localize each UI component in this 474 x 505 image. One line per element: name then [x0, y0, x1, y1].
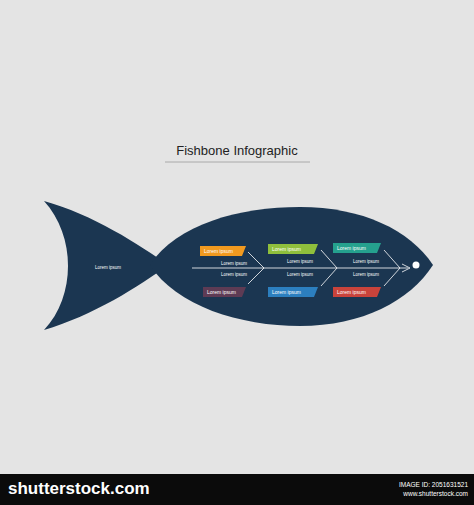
tag-fill	[203, 287, 246, 297]
tag-fill	[333, 287, 381, 297]
cause-label: Lorem ipsum	[203, 287, 246, 297]
tag-fill	[268, 287, 318, 297]
cause-box: Lorem ipsum	[268, 244, 318, 254]
tag-fill	[333, 243, 381, 253]
bone-label: Lorem ipsum	[353, 259, 379, 264]
tail-label: Lorem ipsum	[95, 265, 121, 270]
cause-box: Lorem ipsum	[203, 287, 246, 297]
watermark: IMAGE ID: 2051631521	[399, 481, 468, 488]
fish-eye	[413, 262, 420, 269]
bone-label: Lorem ipsum	[287, 272, 313, 277]
cause-box: Lorem ipsum	[333, 287, 381, 297]
spine-line	[192, 268, 408, 269]
cause-label: Lorem ipsum	[333, 243, 381, 253]
title: Fishbone Infographic	[176, 143, 297, 158]
cause-label: Lorem ipsum	[268, 244, 318, 254]
spine-head	[402, 264, 410, 272]
bone-label: Lorem ipsum	[221, 261, 247, 266]
bones	[248, 250, 400, 286]
watermark-bar	[0, 474, 474, 505]
watermark: www.shutterstock.com	[403, 490, 468, 497]
cause-label: Lorem ipsum	[200, 246, 246, 256]
cause-label: Lorem ipsum	[268, 287, 318, 297]
tag-fill	[268, 244, 318, 254]
bone-label: Lorem ipsum	[353, 272, 379, 277]
cause-box: Lorem ipsum	[268, 287, 318, 297]
watermark: shutterstock.com	[8, 479, 150, 499]
bone-label: Lorem ipsum	[221, 272, 247, 277]
title-rule	[165, 162, 310, 163]
fish-body	[150, 207, 433, 326]
bone-label: Lorem ipsum	[287, 259, 313, 264]
cause-label: Lorem ipsum	[333, 287, 381, 297]
tag-fill	[200, 246, 246, 256]
cause-box: Lorem ipsum	[200, 246, 246, 256]
fish-tail	[44, 201, 168, 330]
cause-box: Lorem ipsum	[333, 243, 381, 253]
